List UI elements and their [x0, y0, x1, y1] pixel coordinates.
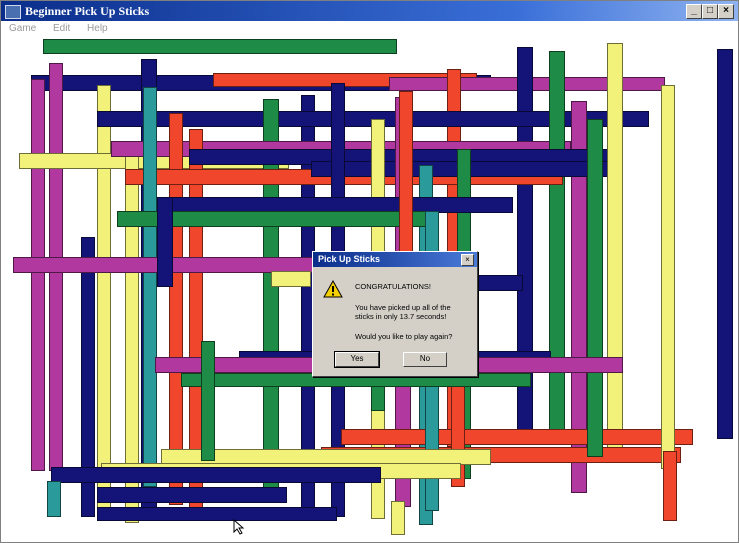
menu-edit[interactable]: Edit	[53, 23, 71, 34]
stick-red-51[interactable]	[663, 451, 677, 521]
no-button[interactable]: No	[403, 352, 447, 367]
mouse-pointer-icon	[233, 519, 245, 535]
menu-game[interactable]: Game	[9, 23, 37, 34]
dialog-heading: CONGRATULATIONS!	[355, 282, 431, 291]
close-button[interactable]: ×	[718, 4, 734, 19]
stick-blue-53[interactable]	[97, 507, 337, 521]
stick-blue-56[interactable]	[471, 275, 523, 291]
maximize-button[interactable]: □	[702, 4, 718, 19]
stick-blue-43[interactable]	[157, 197, 173, 287]
menu-help[interactable]: Help	[87, 23, 108, 34]
stick-green-1[interactable]	[43, 39, 397, 54]
dialog-message-line2: sticks in only 13.7 seconds!	[355, 312, 447, 321]
stick-teal-58[interactable]	[47, 481, 61, 517]
stick-red-32[interactable]	[341, 429, 693, 445]
stick-yellow-7[interactable]	[97, 85, 111, 509]
dialog-title[interactable]: Pick Up Sticks	[313, 252, 477, 267]
app-icon	[5, 5, 21, 19]
stick-yellow-57[interactable]	[391, 501, 405, 535]
stick-green-54[interactable]	[201, 341, 215, 461]
stick-yellow-37[interactable]	[661, 85, 675, 469]
title-bar[interactable]: Beginner Pick Up Sticks _ □ ×	[1, 1, 738, 21]
window-title: Beginner Pick Up Sticks	[25, 4, 150, 18]
dialog-message-line1: You have picked up all of the	[355, 303, 451, 312]
stick-teal-30[interactable]	[143, 87, 157, 487]
stick-green-42[interactable]	[587, 119, 603, 457]
stick-blue-49[interactable]	[51, 467, 381, 483]
stick-magenta-14[interactable]	[31, 79, 45, 471]
warning-icon	[323, 280, 343, 298]
yes-button[interactable]: Yes	[334, 351, 380, 368]
minimize-button[interactable]: _	[686, 4, 702, 19]
congratulations-dialog: Pick Up Sticks × CONGRATULATIONS! You ha…	[312, 251, 478, 377]
stick-green-19[interactable]	[549, 51, 565, 445]
dialog-close-button[interactable]: ×	[461, 254, 474, 266]
menu-bar: Game Edit Help	[1, 21, 738, 37]
stick-yellow-55[interactable]	[271, 271, 311, 287]
stick-magenta-13[interactable]	[571, 101, 587, 493]
stick-blue-36[interactable]	[81, 237, 95, 517]
stick-blue-11[interactable]	[717, 49, 733, 439]
dialog-question: Would you like to play again?	[355, 332, 453, 341]
stick-yellow-31[interactable]	[607, 43, 623, 453]
stick-blue-52[interactable]	[97, 487, 287, 503]
